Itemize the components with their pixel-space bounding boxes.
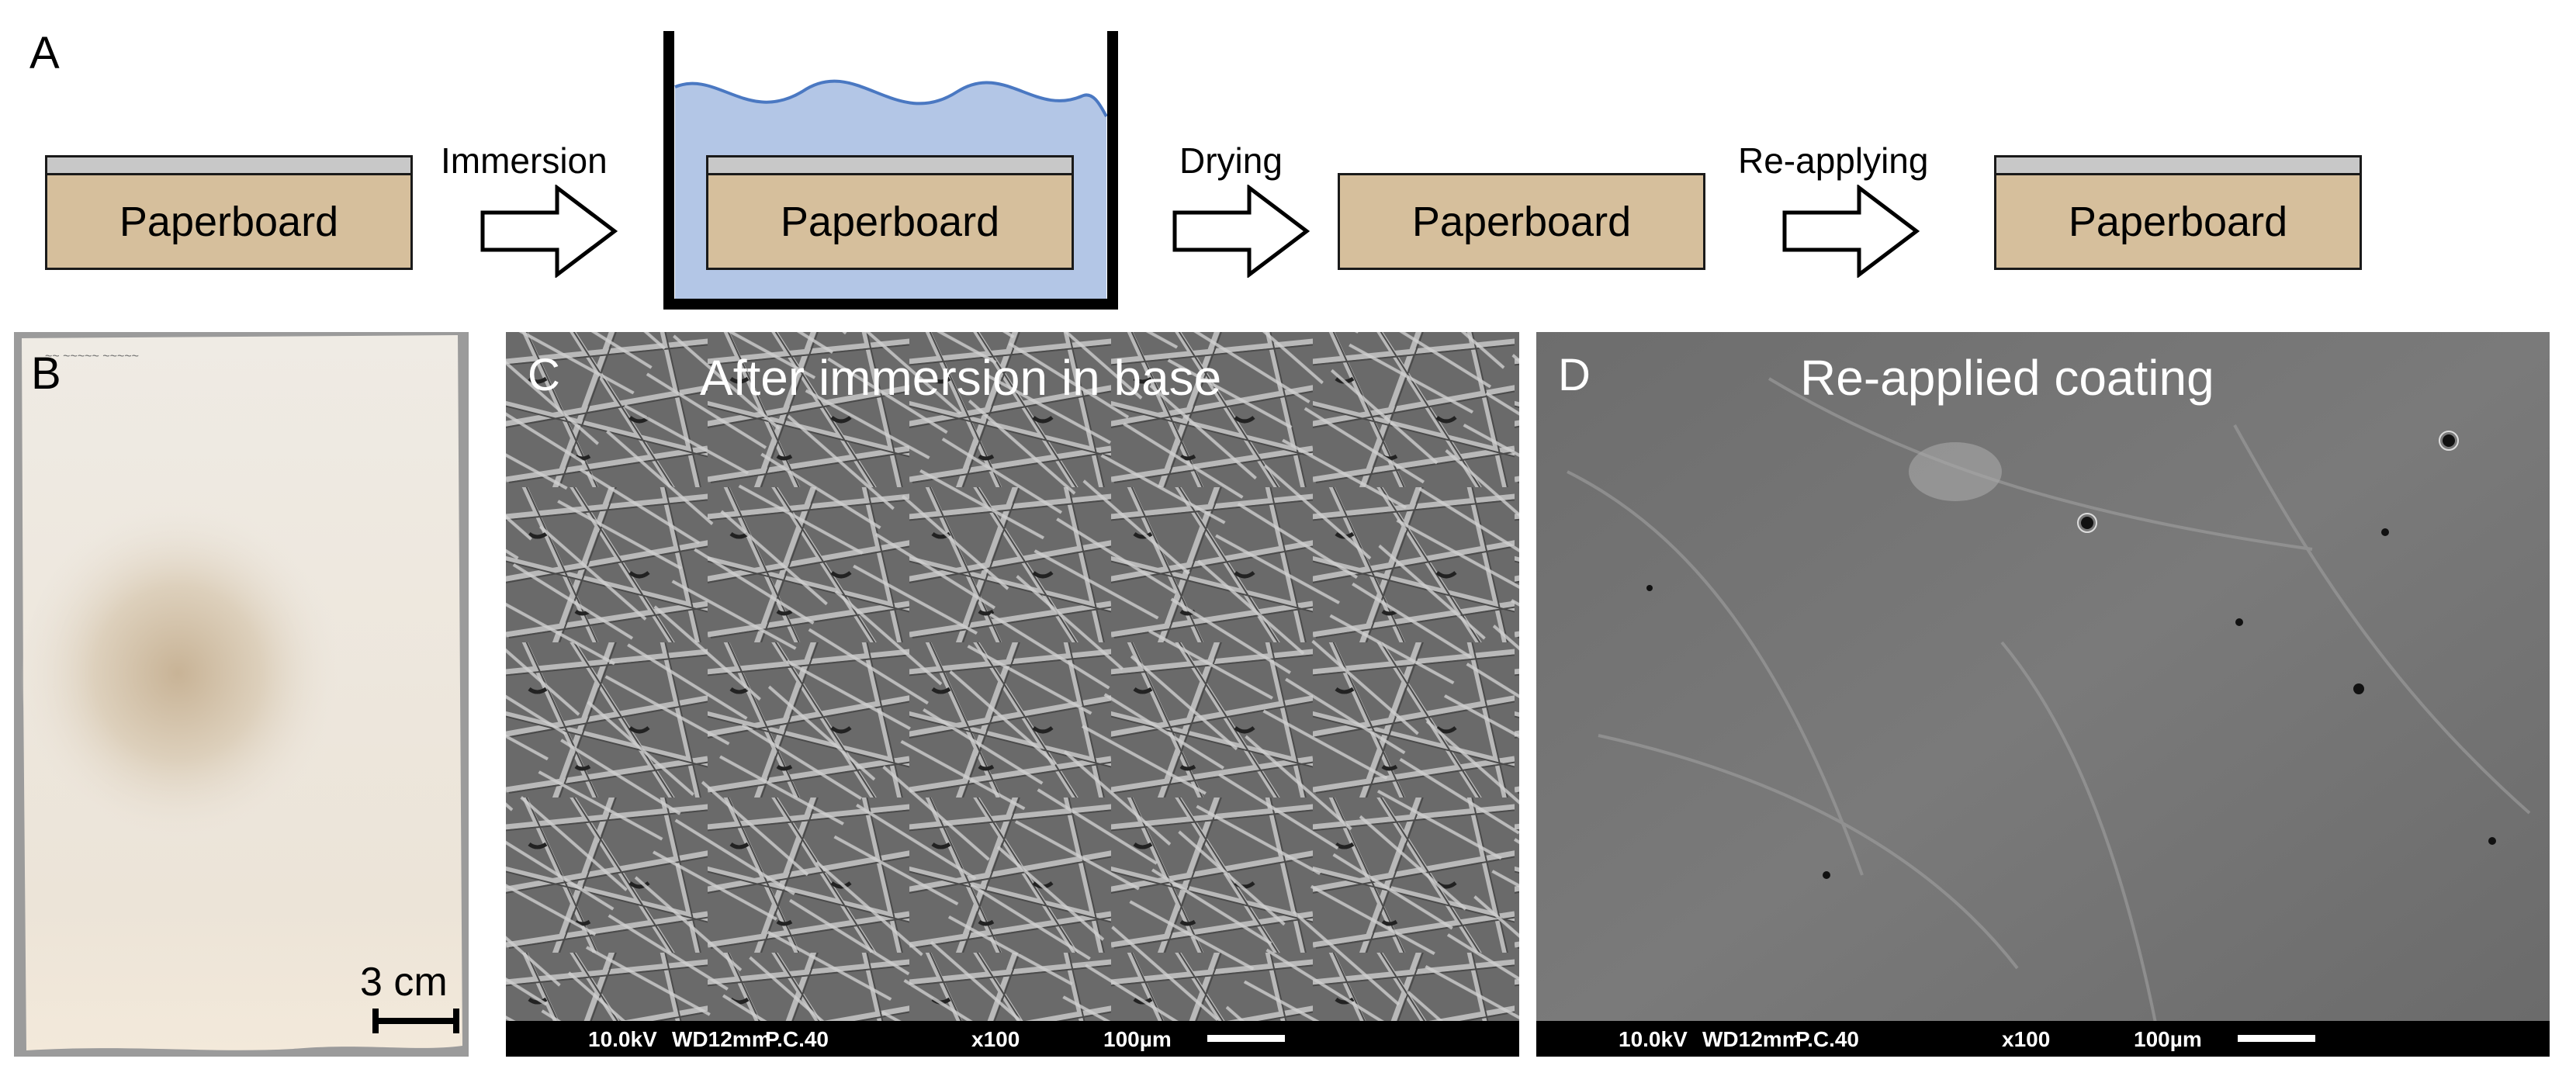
right-arrow-icon bbox=[1782, 185, 1920, 278]
right-arrow-icon bbox=[480, 185, 618, 278]
panel-b-letter: B bbox=[31, 348, 61, 399]
sem-image-reapplied-coating: D Re-applied coating 10.0kV WD12mm P.C.4… bbox=[1536, 332, 2550, 1057]
sem-voltage: 10.0kV bbox=[588, 1027, 657, 1051]
paperboard-uncoated: Paperboard bbox=[1338, 155, 1705, 273]
panel-c-letter: C bbox=[528, 350, 560, 400]
paperboard-layer: Paperboard bbox=[706, 173, 1074, 270]
sem-voltage: 10.0kV bbox=[1619, 1027, 1688, 1051]
step-label-reapplying: Re-applying bbox=[1738, 140, 1929, 181]
paperboard-layer: Paperboard bbox=[1338, 173, 1705, 270]
photo-sample-sheet: ~~ ~~~~~ ~~~~~ B 3 cm bbox=[14, 332, 469, 1057]
sem-working-distance: WD12mm bbox=[1702, 1027, 1802, 1051]
sem-magnification: x100 bbox=[971, 1027, 1020, 1051]
scale-label: 3 cm bbox=[360, 960, 448, 1005]
sem-image-after-immersion: C After immersion in base 10.0kV WD12mm … bbox=[506, 332, 1519, 1057]
panel-d-letter: D bbox=[1558, 350, 1591, 400]
right-arrow-icon bbox=[1172, 185, 1311, 278]
sem-scale-label: 100µm bbox=[1103, 1027, 1172, 1051]
panel-d-title: Re-applied coating bbox=[1800, 350, 2214, 406]
panel-a-letter: A bbox=[29, 28, 60, 78]
paperboard-layer: Paperboard bbox=[1994, 173, 2362, 270]
sem-info-bar: 10.0kV WD12mm P.C.40 x100 100µm bbox=[1536, 1021, 2550, 1057]
sem-probe-current: P.C.40 bbox=[1795, 1027, 1859, 1051]
sem-working-distance: WD12mm bbox=[672, 1027, 771, 1051]
sem-scale-label: 100µm bbox=[2134, 1027, 2202, 1051]
sem-probe-current: P.C.40 bbox=[765, 1027, 829, 1051]
sem-scale-bar-icon bbox=[1207, 1035, 1285, 1042]
scale-bar-icon bbox=[372, 1009, 459, 1033]
sem-info-bar: 10.0kV WD12mm P.C.40 x100 100µm bbox=[506, 1021, 1519, 1057]
paperboard-coated-1: Paperboard bbox=[45, 155, 413, 273]
sem-scale-bar-icon bbox=[2238, 1035, 2315, 1042]
panel-c-title: After immersion in base bbox=[700, 350, 1222, 406]
paperboard-recoated: Paperboard bbox=[1994, 155, 2362, 273]
step-label-drying: Drying bbox=[1179, 140, 1283, 181]
paperboard-layer: Paperboard bbox=[45, 173, 413, 270]
svg-text:~~ ~~~~~ ~~~~~: ~~ ~~~~~ ~~~~~ bbox=[45, 350, 139, 363]
sem-magnification: x100 bbox=[2002, 1027, 2051, 1051]
step-label-immersion: Immersion bbox=[441, 140, 608, 181]
paperboard-coated-immersed: Paperboard bbox=[706, 155, 1074, 273]
